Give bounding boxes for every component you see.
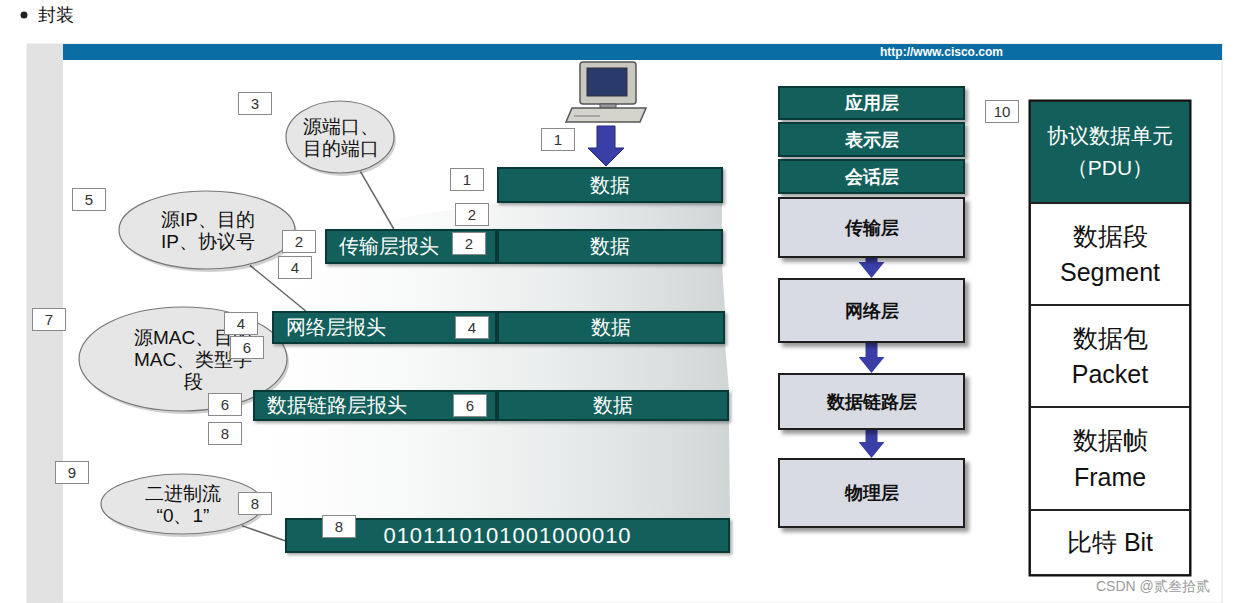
node-text: Frame bbox=[1074, 459, 1146, 495]
layer-box: 应用层 bbox=[778, 86, 965, 120]
callout-number: 4 bbox=[455, 316, 489, 339]
watermark: CSDN @贰叁拾贰 bbox=[1096, 578, 1210, 596]
callout-number: 8 bbox=[238, 492, 272, 515]
table-cell: 数据帧Frame bbox=[1030, 407, 1190, 510]
table-cell: 数据包Packet bbox=[1030, 305, 1190, 407]
callout-number: 7 bbox=[32, 308, 66, 331]
callout-bubble: 源IP、目的IP、协议号 bbox=[118, 190, 298, 272]
callout-number: 3 bbox=[238, 92, 272, 115]
flow-arrow bbox=[866, 343, 878, 357]
callout-number: 1 bbox=[450, 168, 484, 191]
shading bbox=[253, 203, 730, 518]
node-text: 二进制流 “0、1” bbox=[137, 483, 229, 527]
node-text: 数据 bbox=[593, 392, 633, 419]
callout-number: 5 bbox=[72, 188, 106, 211]
node-text: 物理层 bbox=[845, 481, 899, 505]
node-text: Packet bbox=[1072, 356, 1148, 392]
table-cell: 数据段Segment bbox=[1030, 203, 1190, 305]
section-heading: 封装 bbox=[38, 3, 74, 27]
callout-number: 10 bbox=[985, 100, 1019, 123]
node-text: 传输层 bbox=[845, 216, 899, 240]
node-text: Segment bbox=[1060, 254, 1160, 290]
node-text: 网络层报头 bbox=[286, 314, 386, 341]
flow-arrow bbox=[866, 258, 878, 262]
table-header: 协议数据单元（PDU） bbox=[1030, 101, 1190, 203]
frame bbox=[27, 44, 1222, 603]
url-text: http://www.cisco.com bbox=[880, 45, 1003, 59]
data-box: 数据 bbox=[497, 390, 729, 421]
node-text: 源IP、目的IP、协议号 bbox=[147, 209, 269, 253]
data-box: 数据 bbox=[497, 229, 723, 264]
node-text: 网络层 bbox=[845, 299, 899, 323]
layer-box: 物理层 bbox=[778, 458, 965, 528]
data-box: 数据 bbox=[497, 311, 725, 344]
callout-number: 1 bbox=[541, 128, 575, 151]
callout-bubble: 源端口、目的端口 bbox=[285, 100, 397, 176]
node-text: 数据包 bbox=[1073, 320, 1148, 356]
callout-number: 6 bbox=[230, 336, 264, 359]
data-box: 数据 bbox=[497, 167, 723, 203]
callout-tail bbox=[360, 172, 393, 229]
node-text: 数据 bbox=[591, 314, 631, 341]
node-text: 传输层报头 bbox=[339, 233, 439, 260]
callout-number: 2 bbox=[452, 232, 486, 255]
table-cell: 比特 Bit bbox=[1030, 510, 1190, 575]
callout-number: 6 bbox=[453, 394, 487, 417]
node-text: 应用层 bbox=[845, 91, 899, 115]
callout-tail bbox=[242, 526, 285, 541]
node-text: 数据链路层 bbox=[827, 390, 917, 414]
down-arrow bbox=[588, 126, 624, 166]
node-text: 数据帧 bbox=[1073, 422, 1148, 458]
layer-box: 表示层 bbox=[778, 122, 965, 157]
layer-box: 会话层 bbox=[778, 159, 965, 194]
callout-number: 6 bbox=[208, 393, 242, 416]
table-border bbox=[1030, 101, 1190, 575]
node-text: 源端口、目的端口 bbox=[301, 116, 381, 160]
callout-number: 2 bbox=[455, 203, 489, 226]
node-text: 数据段 bbox=[1073, 218, 1148, 254]
node-text: 0101110101001000010 bbox=[383, 523, 631, 549]
node-text: 比特 Bit bbox=[1067, 524, 1153, 560]
callout-number: 4 bbox=[278, 256, 312, 279]
node-text: 协议数据单元（PDU） bbox=[1039, 120, 1181, 184]
flow-arrow bbox=[866, 430, 878, 442]
node-text: 会话层 bbox=[845, 165, 899, 189]
bullet bbox=[21, 12, 28, 19]
callout-number: 9 bbox=[55, 461, 89, 484]
node-text: 数据 bbox=[590, 233, 630, 260]
computer-icon bbox=[566, 62, 646, 122]
top-bar bbox=[63, 44, 1222, 60]
layer-box: 数据链路层 bbox=[778, 373, 965, 430]
node-text: 表示层 bbox=[845, 128, 899, 152]
callout-number: 8 bbox=[208, 422, 242, 445]
callout-number: 2 bbox=[282, 230, 316, 253]
node-text: 数据链路层报头 bbox=[267, 392, 407, 419]
layer-box: 传输层 bbox=[778, 197, 965, 258]
layer-box: 网络层 bbox=[778, 278, 965, 343]
callout-number: 8 bbox=[322, 515, 356, 538]
node-text: 数据 bbox=[590, 172, 630, 199]
callout-number: 4 bbox=[224, 312, 258, 335]
